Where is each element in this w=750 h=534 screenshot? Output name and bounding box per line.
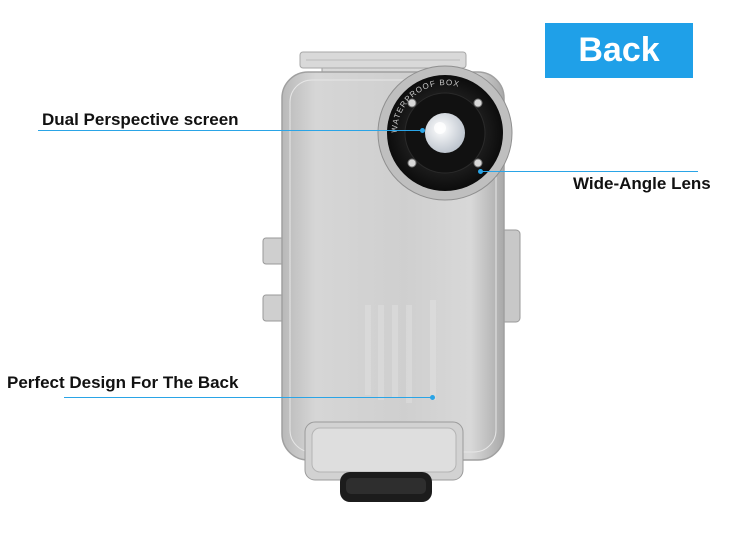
bottom-latch <box>304 421 464 481</box>
callout-wide-angle-line <box>480 171 698 172</box>
wide-angle-lens: WATERPROOF BOX <box>377 65 513 201</box>
bottom-knob <box>340 472 432 502</box>
back-badge: Back <box>545 23 693 78</box>
back-badge-label: Back <box>578 31 660 69</box>
callout-dual-perspective-dot <box>420 128 425 133</box>
embossed-back-text <box>365 300 436 403</box>
callout-perfect-design-label: Perfect Design For The Back <box>7 373 239 392</box>
callout-wide-angle-label: Wide-Angle Lens <box>573 174 711 193</box>
callout-perfect-design-line <box>64 397 432 398</box>
side-buttons-left <box>262 237 286 322</box>
callout-dual-perspective-line <box>38 130 422 131</box>
callout-dual-perspective-label: Dual Perspective screen <box>42 110 239 129</box>
callout-perfect-design-dot <box>430 395 435 400</box>
callout-wide-angle-dot <box>478 169 483 174</box>
